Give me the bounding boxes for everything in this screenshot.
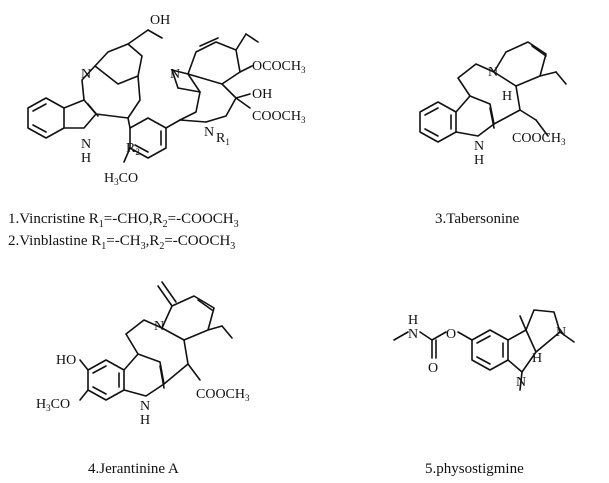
jerantinine-nh-h-label: H [140, 413, 150, 428]
physostigmine-ester-o-label: O [446, 327, 456, 342]
tabersonine-ester-label: COOCH3 [512, 131, 566, 147]
r2-label: R2 [126, 141, 140, 157]
jerantinine-h3co-label: H3CO [36, 397, 70, 413]
caption-vinblastine: 2.Vinblastine R1=-CH3,R2=-COOCH3 [8, 233, 236, 252]
h3co-label-1: H3CO [104, 171, 138, 187]
tabersonine-h-label: H [502, 89, 512, 104]
jerantinine-ester-label: COOCH3 [196, 387, 250, 403]
structure-vinca-dimer [27, 29, 259, 163]
indole-nh-n-label: N [81, 137, 91, 152]
structure-tabersonine [419, 41, 567, 143]
structure-physostigmine [393, 309, 575, 391]
oh-label-vindoline: OH [252, 87, 272, 102]
physostigmine-h2-label: H [532, 351, 542, 366]
caption-tabersonine: 3.Tabersonine [435, 211, 520, 227]
labels-vinca-dimer: OH N N H R2 H3CO N N R1 OCOCH3 OH COOCH3 [81, 13, 306, 187]
structure-jerantinine-a [79, 281, 233, 401]
labels-tabersonine: N H N H COOCH3 [474, 65, 566, 168]
ester-label-1: COOCH3 [252, 109, 306, 125]
physostigmine-carbamate-n-label: N [408, 327, 418, 342]
vindoline-n1-label: N [204, 125, 214, 140]
caption-physostigmine: 5.physostigmine [425, 461, 524, 477]
jerantinine-nh-n-label: N [140, 399, 150, 414]
caption-jerantinine-a: 4.Jerantinine A [88, 461, 179, 477]
physostigmine-n2-label: N [516, 375, 526, 390]
indole-nh-h-label: H [81, 151, 91, 166]
physostigmine-carbonyl-o-label: O [428, 361, 438, 376]
nitrogen-label: N [81, 67, 91, 82]
labels-physostigmine: H N O O N N H [408, 313, 566, 390]
jerantinine-ho-label: HO [56, 353, 76, 368]
hydroxyl-label: OH [150, 13, 170, 28]
physostigmine-h-label: H [408, 313, 418, 328]
physostigmine-n1-label: N [556, 325, 566, 340]
jerantinine-n-label: N [154, 319, 164, 334]
tabersonine-nh-h-label: H [474, 153, 484, 168]
tabersonine-nh-n-label: N [474, 139, 484, 154]
vindoline-n-label: N [170, 67, 180, 82]
acetoxy-label: OCOCH3 [252, 59, 306, 75]
caption-vincristine: 1.Vincristine R1=-CHO,R2=-COOCH3 [8, 211, 239, 230]
r1-label: R1 [216, 131, 230, 147]
labels-jerantinine-a: N N H HO H3CO COOCH3 [36, 319, 250, 428]
tabersonine-n-label: N [488, 65, 498, 80]
